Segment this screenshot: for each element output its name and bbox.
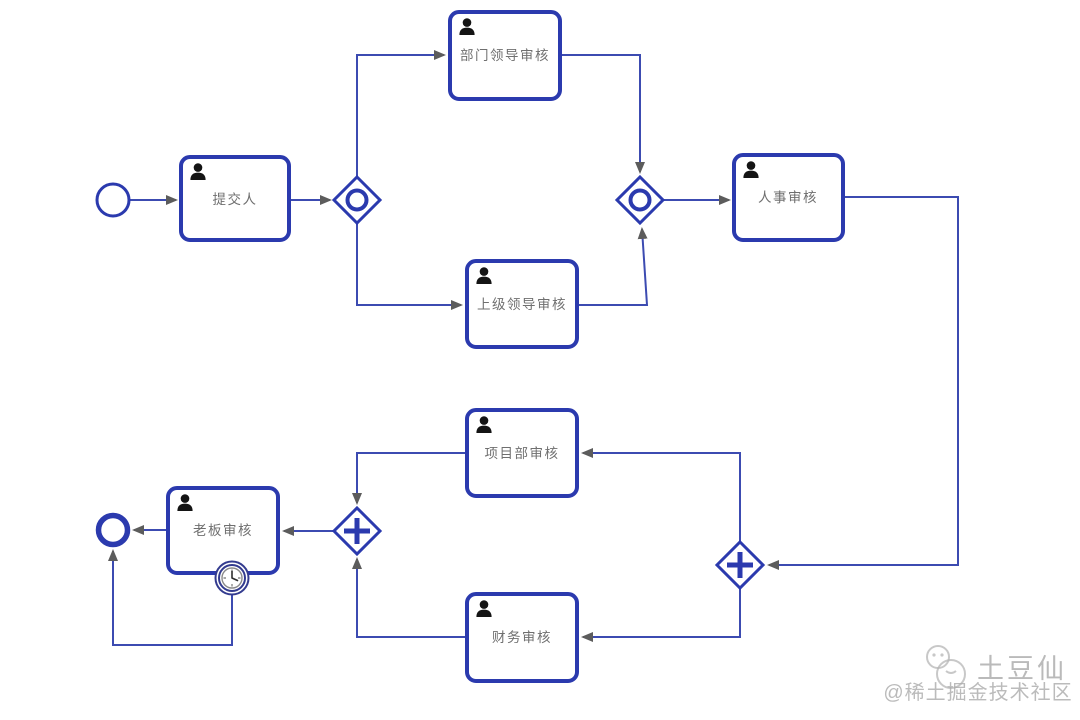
task-box: [465, 408, 579, 498]
task-box: [732, 153, 845, 242]
task-label: 部门领导审核: [460, 48, 550, 63]
watermark: 土豆仙 @稀土掘金技术社区: [883, 645, 1072, 704]
task-superior-leader-review: 上级领导审核: [465, 259, 579, 349]
task-box: [448, 10, 562, 101]
flow-timer-to-end: [108, 549, 233, 646]
task-boss-review: 老板审核: [166, 486, 280, 575]
flow-hr-to-parallel-split: [767, 196, 959, 570]
flow-finance-to-parallel-join: [352, 557, 465, 638]
task-submitter: 提交人: [179, 155, 291, 242]
task-label: 老板审核: [193, 523, 253, 538]
task-project-dept-review: 项目部审核: [465, 408, 579, 498]
task-finance-review: 财务审核: [465, 592, 579, 683]
sequence-flows: [108, 50, 959, 646]
plus-icon: [727, 552, 753, 578]
end-event: [95, 512, 131, 548]
task-label: 财务审核: [492, 630, 552, 645]
watermark-brand-text: 土豆仙: [977, 654, 1067, 684]
flow-split-to-superior-leader: [356, 224, 463, 310]
inclusive-gateway-circle-icon: [628, 188, 652, 212]
task-box: [465, 592, 579, 683]
inclusive-gateway-join: [614, 174, 666, 226]
flow-project-dept-to-parallel-join: [352, 452, 465, 505]
inclusive-gateway-split: [331, 174, 383, 226]
task-label: 项目部审核: [485, 446, 560, 461]
watermark-community-text: @稀土掘金技术社区: [883, 681, 1072, 704]
inclusive-gateway-circle-icon: [345, 188, 369, 212]
task-label: 提交人: [213, 191, 258, 207]
start-event: [95, 182, 131, 218]
flow-split-to-dept-leader: [356, 50, 446, 176]
task-label: 人事审核: [758, 190, 818, 205]
task-hr-review: 人事审核: [732, 153, 845, 242]
flow-superior-leader-to-inclusive-join: [579, 227, 649, 306]
watermark-mascot-icon: [926, 645, 966, 689]
parallel-gateway-join-left: [331, 505, 383, 557]
flow-dept-leader-to-inclusive-join: [562, 54, 645, 174]
flow-parallel-split-to-finance: [581, 589, 741, 642]
task-box: [179, 155, 291, 242]
parallel-gateway-split-right: [714, 539, 766, 591]
task-box: [465, 259, 579, 349]
timer-boundary-event: [214, 560, 250, 596]
flow-parallel-split-to-project-dept: [581, 448, 741, 541]
plus-icon: [344, 518, 370, 544]
task-dept-leader-review: 部门领导审核: [448, 10, 562, 101]
task-label: 上级领导审核: [477, 297, 567, 312]
